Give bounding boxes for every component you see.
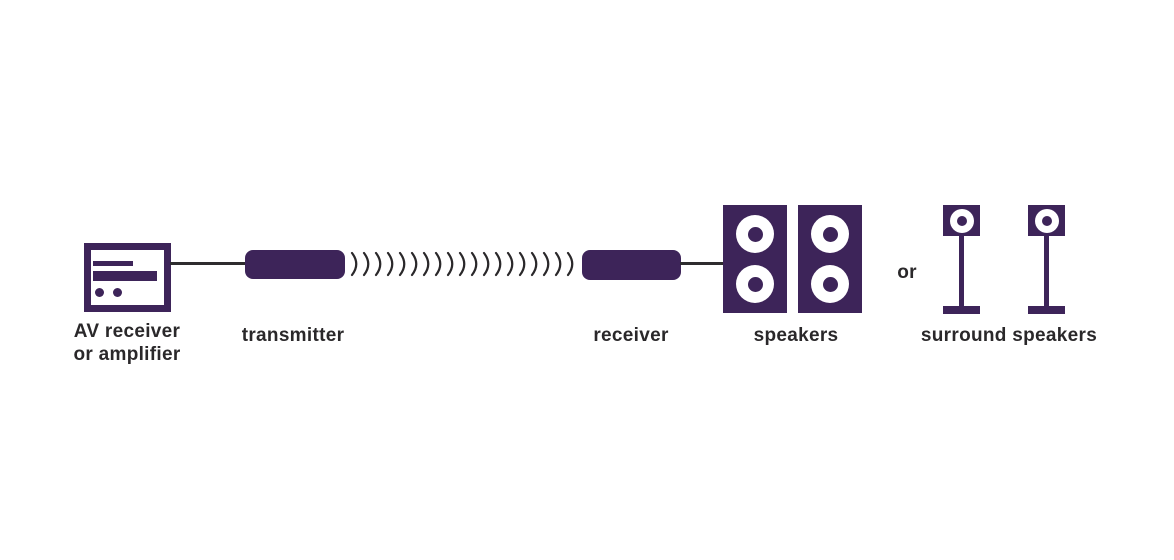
surround-speaker-driver-icon — [1034, 208, 1059, 233]
surround-speaker-driver-center — [1041, 215, 1052, 226]
av-receiver-knob-icon — [113, 288, 122, 297]
surround-speaker-stand-base — [943, 306, 980, 314]
surround-speaker-stand-pole — [1044, 235, 1049, 308]
speaker-driver-center — [822, 226, 838, 242]
surround-speaker-driver-icon — [949, 208, 974, 233]
speaker-driver-center — [747, 276, 763, 292]
speaker-cabinet-icon — [798, 205, 862, 313]
wireless-signal-icon — [350, 250, 578, 278]
surround-speaker-stand-base — [1028, 306, 1065, 314]
or-label: or — [897, 262, 917, 283]
av-receiver-display-line-icon — [93, 261, 133, 266]
av-receiver-knob-icon — [95, 288, 104, 297]
surround-speaker-stand-pole — [959, 235, 964, 308]
surround-speaker-icon — [943, 205, 980, 236]
speaker-driver-center — [747, 226, 763, 242]
speakers-label: speakers — [753, 325, 839, 346]
surround-speaker-driver-center — [956, 215, 967, 226]
av-receiver-icon — [84, 243, 171, 312]
av-receiver-label-line1: AV receiver — [73, 321, 181, 342]
speaker-driver-icon — [811, 265, 849, 303]
av-receiver-label: AV receiver or amplifier — [37, 320, 217, 364]
speaker-driver-center — [822, 276, 838, 292]
av-receiver-panel-bar-icon — [93, 271, 157, 281]
receiver-icon — [582, 250, 681, 280]
wire-av-to-transmitter — [170, 262, 246, 265]
surround-speaker-icon — [1028, 205, 1065, 236]
wire-receiver-to-speakers — [680, 262, 724, 265]
transmitter-icon — [245, 250, 345, 279]
transmitter-label: transmitter — [241, 325, 345, 346]
surround-speakers-label: surround speakers — [920, 325, 1098, 346]
speaker-driver-icon — [811, 215, 849, 253]
speaker-driver-icon — [736, 215, 774, 253]
speaker-cabinet-icon — [723, 205, 787, 313]
av-receiver-label-line2: or amplifier — [73, 344, 181, 364]
speaker-driver-icon — [736, 265, 774, 303]
receiver-label: receiver — [593, 325, 669, 346]
